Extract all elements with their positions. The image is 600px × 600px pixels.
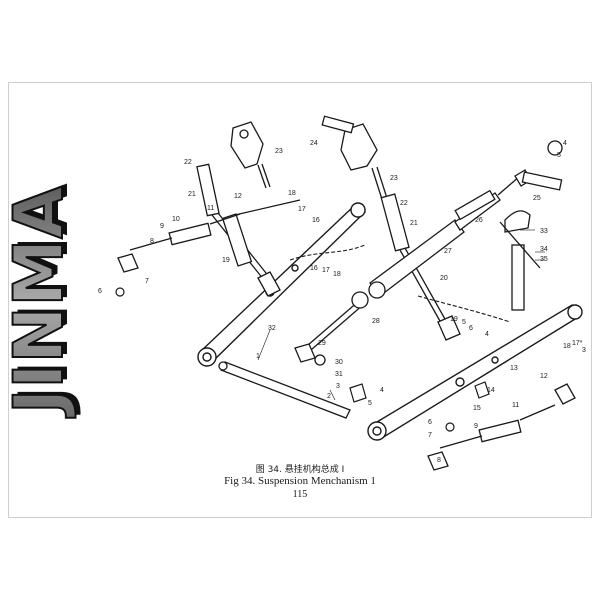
label-10: 10 — [172, 216, 180, 223]
label-21: 21 — [410, 220, 418, 227]
cross-shaft — [218, 361, 351, 419]
lift-rod-left — [196, 163, 281, 297]
lower-link-left — [197, 202, 367, 367]
pins-small — [115, 287, 490, 432]
label-33: 33 — [540, 228, 548, 235]
label-23: 23 — [275, 148, 283, 155]
label-6b: 6 — [428, 419, 432, 426]
figure-caption-english: Fig 34. Suspension Menchanism 1 — [224, 475, 376, 487]
jinma-logo: JINMA JINMA — [0, 183, 84, 419]
drawing-sheet — [8, 82, 592, 518]
leader-lines — [257, 229, 545, 401]
label-15: 15 — [473, 405, 481, 412]
label-16c: 18 — [563, 343, 571, 350]
label-1: 1 — [256, 353, 260, 360]
label-3: 3 — [336, 383, 340, 390]
label-19b: 19 — [450, 316, 458, 323]
part-labels: 1 2 3 4 5 6 7 8 9 10 11 12 13 14 15 16 1… — [98, 140, 586, 464]
label-16: 16 — [312, 217, 320, 224]
label-22: 22 — [400, 200, 408, 207]
label-11: 11 — [207, 205, 214, 212]
check-chains — [289, 244, 511, 323]
label-28: 28 — [372, 318, 380, 325]
label-17star: 6 — [469, 325, 473, 332]
label-35: 35 — [540, 256, 548, 263]
label-17c: 17* — [572, 340, 583, 347]
label-8: 8 — [150, 238, 154, 245]
label-7b: 7 — [428, 432, 432, 439]
page-number: 115 — [292, 489, 308, 500]
label-23b: 23 — [390, 175, 398, 182]
label-19: 19 — [222, 257, 230, 264]
label-5b: 5 — [557, 152, 561, 159]
label-4: 4 — [380, 387, 384, 394]
label-29: 29 — [318, 340, 326, 347]
turnbuckle-left — [117, 199, 301, 273]
label-34: 34 — [540, 246, 548, 253]
stabilizer-assembly — [294, 291, 369, 366]
label-17: 17 — [298, 206, 306, 213]
figure-caption-chinese: 图 34. 悬挂机构总成 I — [255, 465, 345, 475]
turnbuckle-right — [427, 383, 576, 471]
label-26: 26 — [475, 217, 483, 224]
label-16b: 16 — [310, 265, 318, 272]
label-21b: 21 — [188, 191, 196, 198]
label-12b: 12 — [540, 373, 548, 380]
label-31: 31 — [335, 371, 343, 378]
pin-assembly-right — [499, 140, 563, 311]
label-18: 18 — [288, 190, 296, 197]
label-2: 2 — [327, 393, 331, 400]
label-7: 7 — [145, 278, 149, 285]
label-18b: 18 — [333, 271, 341, 278]
label-24: 24 — [310, 140, 318, 147]
label-12: 12 — [234, 193, 242, 200]
label-16d: 4 — [485, 331, 489, 338]
label-22b: 22 — [184, 159, 192, 166]
label-8b: 8 — [437, 457, 441, 464]
label-14: 14 — [487, 387, 495, 394]
label-18c: 3 — [582, 347, 586, 354]
clevis-23-left — [230, 121, 271, 189]
label-25: 25 — [533, 195, 541, 202]
label-17b: 17 — [322, 267, 330, 274]
logo-shadow: JINMA — [5, 183, 84, 415]
label-20: 20 — [440, 275, 448, 282]
label-11b: 11 — [512, 402, 519, 409]
label-5: 5 — [368, 400, 372, 407]
label-32: 32 — [268, 325, 276, 332]
logo-text: JINMA — [0, 186, 79, 418]
label-30: 30 — [335, 359, 343, 366]
label-6: 6 — [98, 288, 102, 295]
label-9b: 9 — [474, 423, 478, 430]
label-27: 27 — [444, 248, 452, 255]
lift-rod-right — [321, 115, 461, 341]
label-13: 13 — [510, 365, 518, 372]
label-4b: 4 — [563, 140, 567, 147]
label-9: 9 — [160, 223, 164, 230]
label-18d: 5 — [462, 319, 466, 326]
lower-link-right — [367, 304, 583, 441]
